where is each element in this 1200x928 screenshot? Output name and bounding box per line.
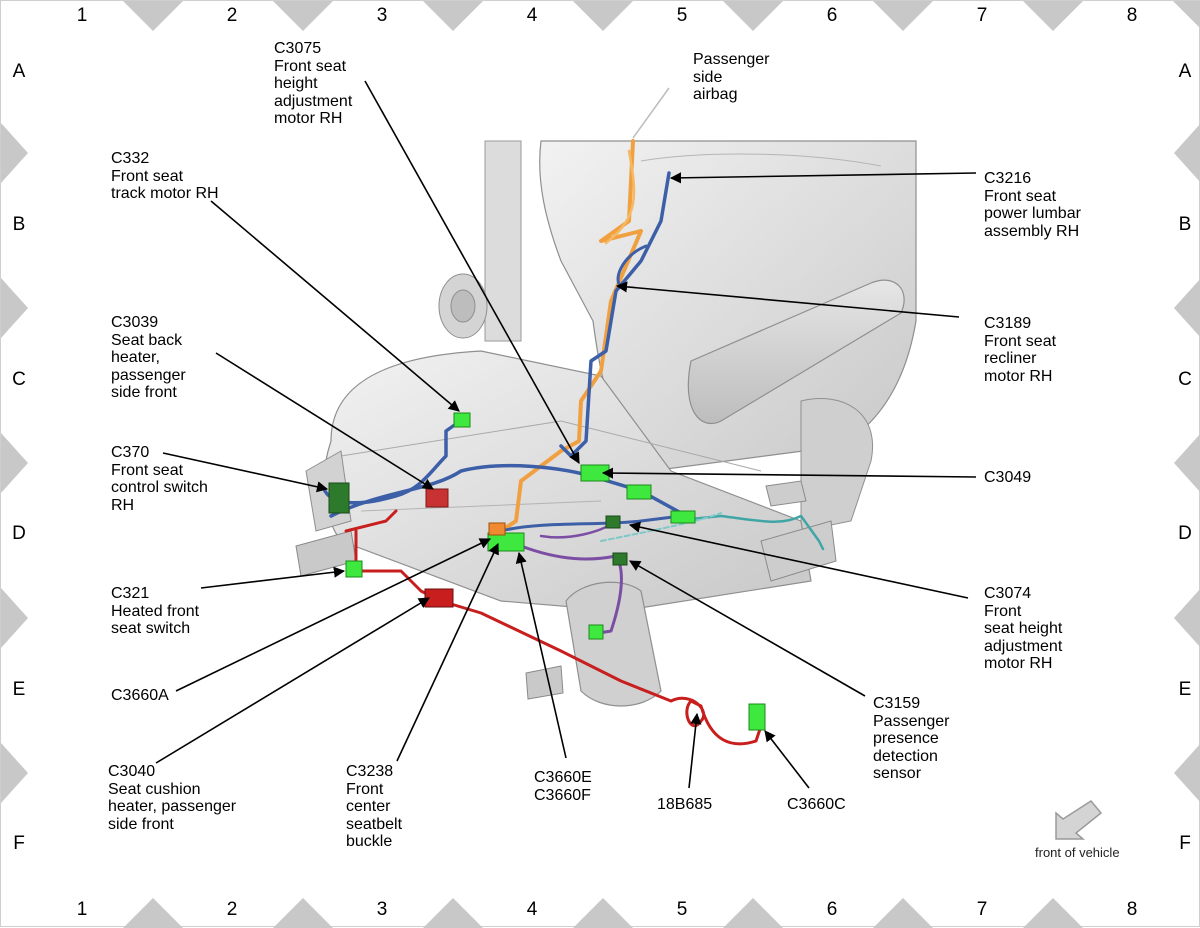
label-c3159: C3159 Passenger presence detection senso… — [873, 695, 950, 782]
grid-row-f-right: F — [1179, 833, 1191, 854]
grid-col-1-bottom: 1 — [76, 899, 88, 920]
grid-col-4: 4 — [526, 5, 538, 26]
label-passenger-airbag: Passenger side airbag — [693, 51, 770, 103]
connector-c3039 — [425, 488, 449, 508]
grid-col-1: 1 — [76, 5, 88, 26]
seat-illustration — [295, 140, 917, 707]
grid-row-f: F — [13, 833, 25, 854]
grid-col-8-bottom: 8 — [1126, 899, 1138, 920]
grid-row-a: A — [12, 61, 26, 82]
label-c3216: C3216 Front seat power lumbar assembly R… — [984, 170, 1081, 240]
label-c3074: C3074 Front seat height adjustment motor… — [984, 585, 1063, 672]
grid-col-5: 5 — [676, 5, 688, 26]
grid-row-a-right: A — [1178, 61, 1192, 82]
connector-purple-sensor — [605, 515, 621, 529]
label-c3040: C3040 Seat cushion heater, passenger sid… — [108, 763, 237, 833]
grid-col-5-bottom: 5 — [676, 899, 688, 920]
grid-col-6: 6 — [826, 5, 838, 26]
grid-col-7: 7 — [976, 5, 988, 26]
label-c3660c: C3660C — [787, 796, 846, 813]
grid-row-d: D — [12, 523, 26, 544]
connector-c3660a — [487, 532, 525, 552]
label-front-of-vehicle: front of vehicle — [1035, 845, 1120, 860]
grid-row-b: B — [12, 214, 26, 235]
grid-row-c: C — [12, 369, 26, 390]
grid-row-e-right: E — [1178, 679, 1192, 700]
label-c3075: C3075 Front seat height adjustment motor… — [274, 40, 353, 127]
grid-col-3: 3 — [376, 5, 388, 26]
label-c3189: C3189 Front seat recliner motor RH — [984, 315, 1057, 385]
grid-col-2-bottom: 2 — [226, 899, 238, 920]
label-c3049: C3049 — [984, 469, 1032, 486]
label-c332: C332 Front seat track motor RH — [111, 150, 219, 202]
grid-row-d-right: D — [1178, 523, 1192, 544]
connector-c370 — [328, 482, 350, 514]
label-c3039: C3039 Seat back heater, passenger side f… — [111, 314, 186, 401]
connector-c332 — [453, 412, 471, 428]
label-c3660a: C3660A — [111, 687, 169, 704]
connector-c3040 — [424, 588, 454, 608]
grid-row-e: E — [12, 679, 26, 700]
connector-purple-end — [588, 624, 604, 640]
label-c321: C321 Heated front seat switch — [111, 585, 200, 637]
grid-col-7-bottom: 7 — [976, 899, 988, 920]
grid-col-3-bottom: 3 — [376, 899, 388, 920]
connector-c3660c — [748, 703, 766, 731]
connector-c3074 — [626, 484, 652, 500]
connector-c3074-b — [670, 510, 696, 524]
grid-col-6-bottom: 6 — [826, 899, 838, 920]
grid-col-2: 2 — [226, 5, 238, 26]
grid-col-4-bottom: 4 — [526, 899, 538, 920]
grid-row-c-right: C — [1178, 369, 1192, 390]
label-c3238: C3238 Front center seatbelt buckle — [346, 763, 403, 850]
grid-col-8: 8 — [1126, 5, 1138, 26]
grid-row-b-right: B — [1178, 214, 1192, 235]
connector-c3159 — [612, 552, 628, 566]
label-c3660e-f: C3660E C3660F — [534, 769, 592, 804]
front-of-vehicle-arrow-icon — [1055, 800, 1103, 840]
connector-orange-block — [488, 522, 506, 536]
connector-c321 — [345, 560, 363, 578]
label-c370: C370 Front seat control switch RH — [111, 444, 208, 514]
callout-leaders — [155, 80, 977, 789]
label-18b685: 18B685 — [657, 796, 713, 813]
